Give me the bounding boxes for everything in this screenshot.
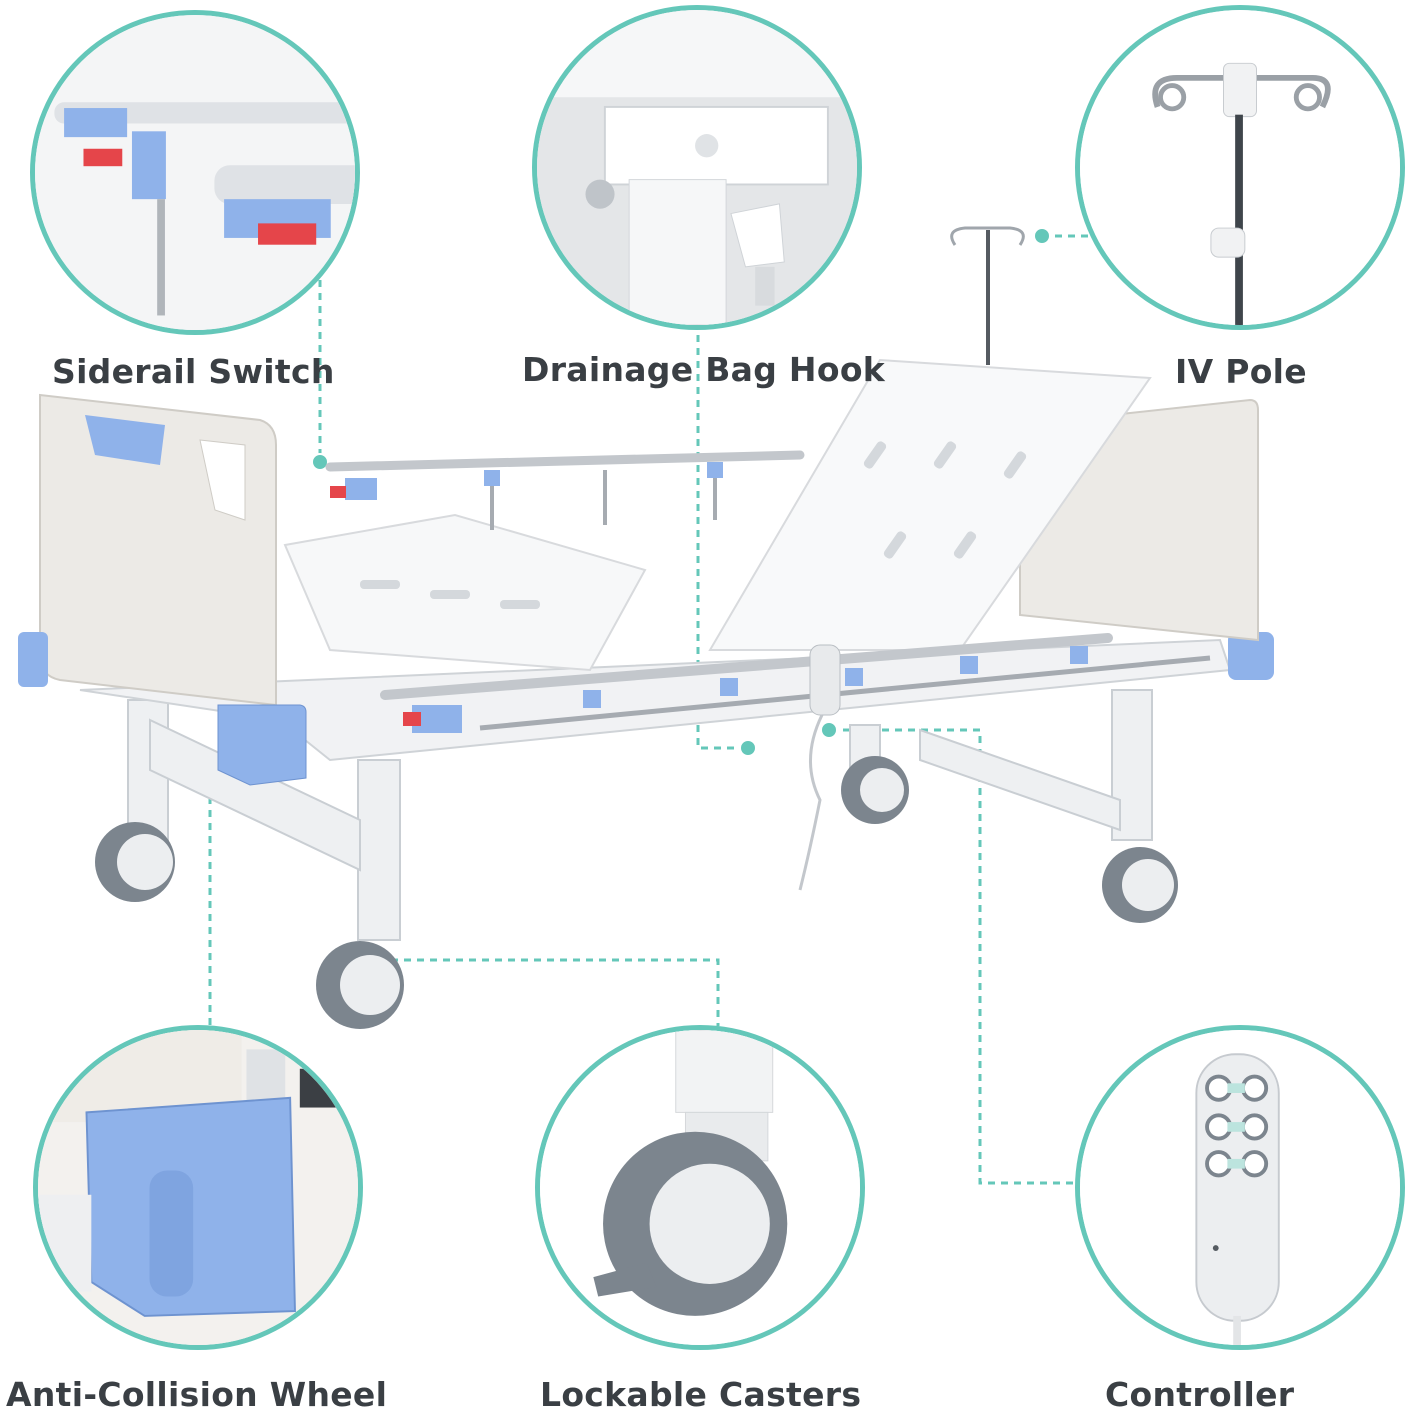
drainage-bag-hook-label: Drainage Bag Hook: [522, 350, 886, 389]
hand-controller-closeup: [1075, 1025, 1405, 1350]
lockable-casters-label: Lockable Casters: [540, 1375, 862, 1414]
siderail-switch-closeup: [30, 10, 360, 335]
iv-pole-closeup: [1075, 5, 1405, 330]
iv-pole-label: IV Pole: [1175, 352, 1307, 391]
controller-label: Controller: [1105, 1375, 1295, 1414]
caster-wheel-closeup: [535, 1025, 865, 1350]
siderail-switch-label: Siderail Switch: [52, 352, 335, 391]
drainage-hook-closeup: [532, 5, 862, 330]
bumper-corner-closeup: [33, 1025, 363, 1350]
anti-collision-wheel-label: Anti-Collision Wheel: [6, 1375, 388, 1414]
